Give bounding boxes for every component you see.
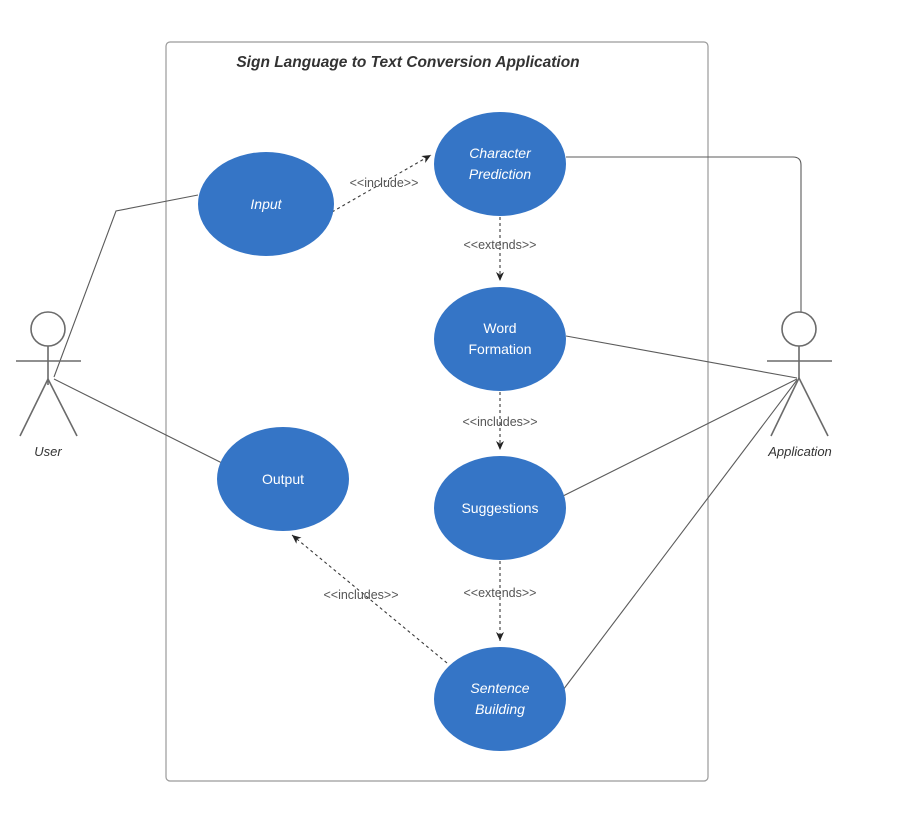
use-case-ellipse (434, 112, 566, 216)
relationship-label-includes-2: <<includes>> (323, 588, 398, 602)
actor-leg-right-icon (798, 377, 829, 437)
use-case-label: Suggestions (461, 500, 538, 516)
actor-leg-right-icon (47, 378, 78, 437)
use-case-label-line1: Character (469, 145, 532, 161)
relationship-label-includes-1: <<includes>> (462, 415, 537, 429)
dependency-input-character-prediction (331, 154, 432, 213)
use-case-suggestions[interactable]: Suggestions (434, 456, 566, 560)
association-word-formation-application (565, 335, 798, 379)
use-case-sentence-building[interactable]: Sentence Building (434, 647, 566, 751)
association-sentence-building-application (562, 379, 798, 691)
actor-label: Application (767, 444, 832, 459)
use-case-output[interactable]: Output (217, 427, 349, 531)
system-boundary-title: Sign Language to Text Conversion Applica… (236, 54, 579, 71)
use-case-word-formation[interactable]: Word Formation (434, 287, 566, 391)
use-case-character-prediction[interactable]: Character Prediction (434, 112, 566, 216)
actor-user[interactable]: User (16, 311, 81, 459)
association-user-input (53, 194, 199, 378)
actor-head-icon (781, 311, 817, 347)
relationship-label-extends-2: <<extends>> (464, 586, 537, 600)
association-suggestions-application (562, 378, 798, 497)
system-boundary-box (165, 41, 709, 782)
association-character-prediction-application (566, 156, 802, 312)
use-case-label-line2: Prediction (469, 166, 531, 182)
use-case-ellipse (434, 456, 566, 560)
actor-leg-left-icon (770, 377, 800, 437)
use-case-label-line1: Sentence (470, 680, 529, 696)
use-case-ellipse (434, 647, 566, 751)
association-user-output (53, 378, 223, 464)
actor-application[interactable]: Application (767, 311, 832, 459)
actor-head-icon (30, 311, 66, 347)
use-case-input[interactable]: Input (198, 152, 334, 256)
relationship-label-include: <<include>> (350, 176, 419, 190)
use-case-label: Output (262, 471, 304, 487)
use-case-ellipse (217, 427, 349, 531)
use-case-label-line2: Formation (468, 341, 531, 357)
relationship-label-extends-1: <<extends>> (464, 238, 537, 252)
use-case-ellipse (198, 152, 334, 256)
use-case-label: Input (250, 196, 282, 212)
actor-leg-left-icon (19, 378, 49, 437)
actor-label: User (34, 444, 62, 459)
use-case-ellipse (434, 287, 566, 391)
use-case-label-line1: Word (483, 320, 516, 336)
use-case-label-line2: Building (475, 701, 525, 717)
